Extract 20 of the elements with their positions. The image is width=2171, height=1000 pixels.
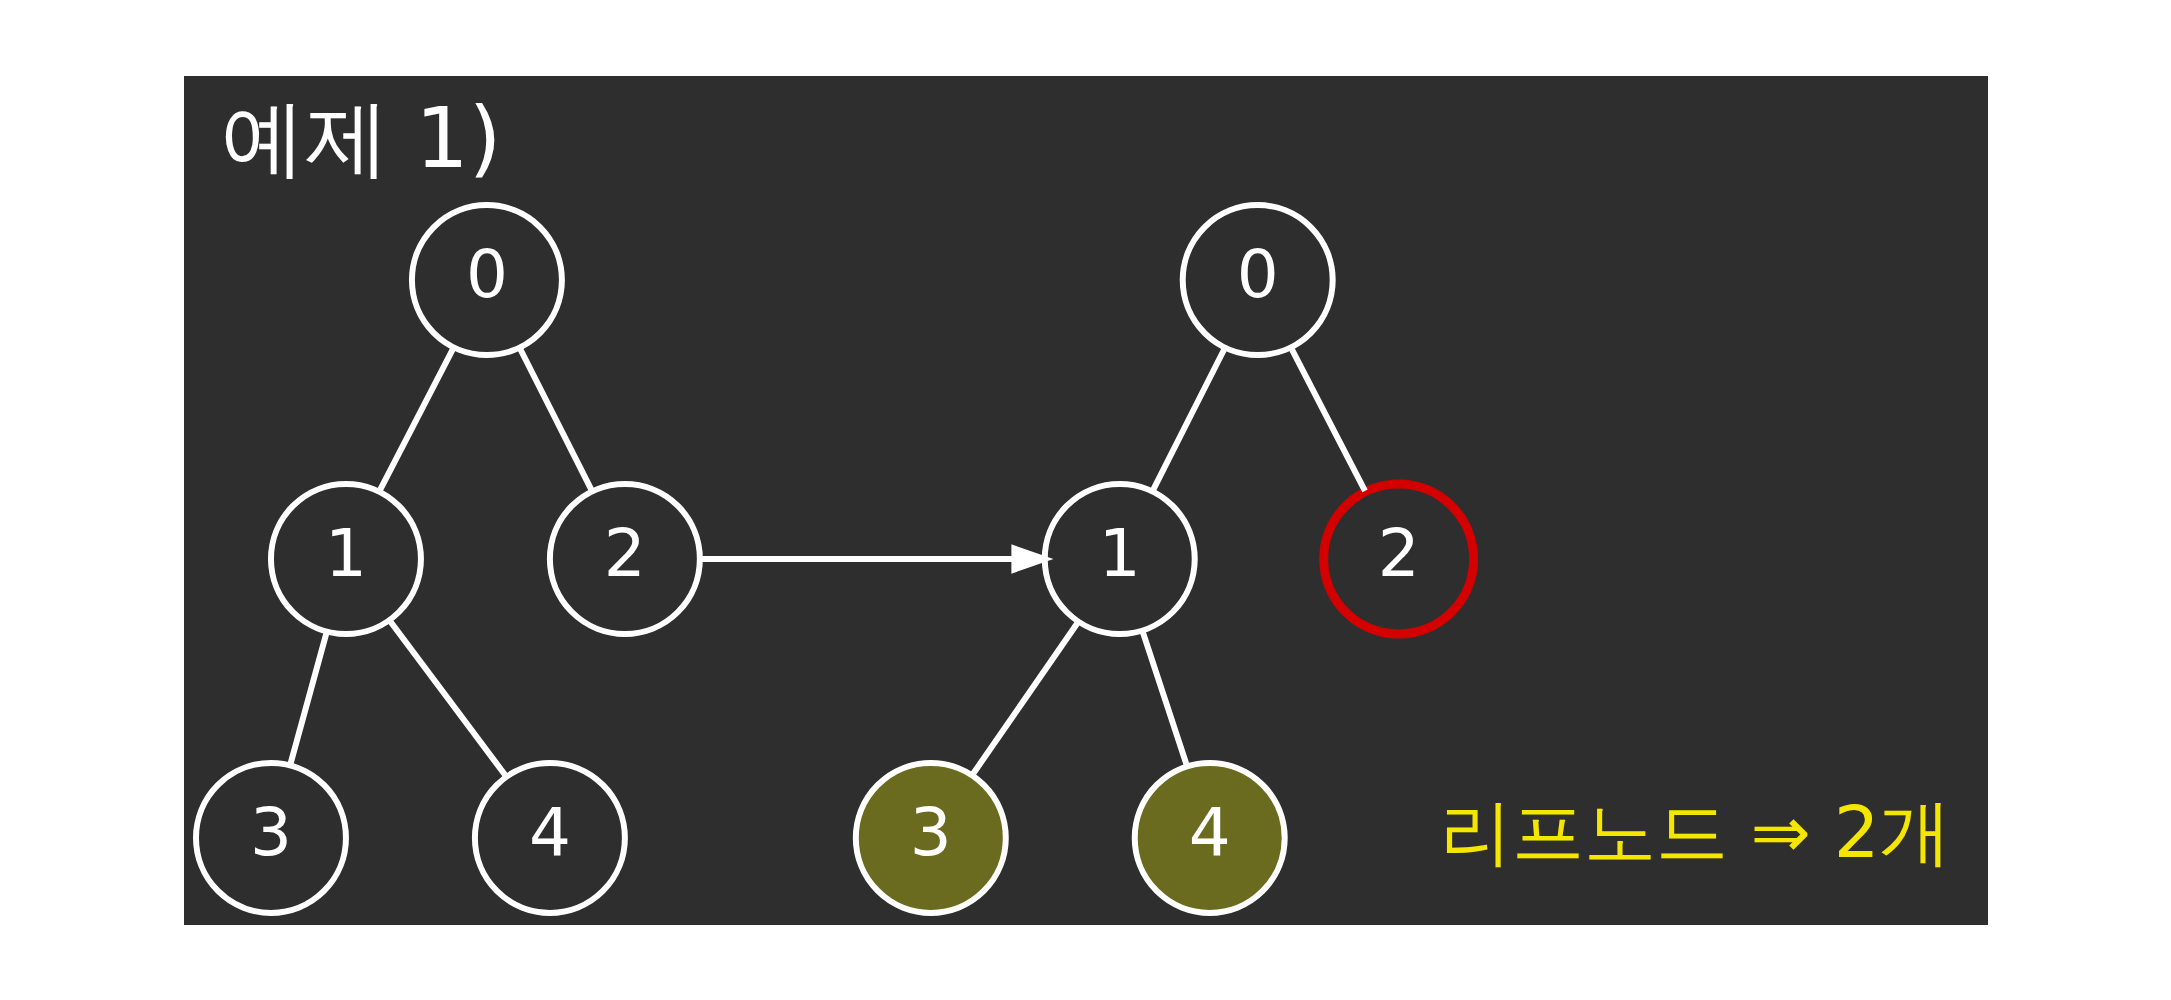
connector: [376, 345, 456, 492]
label: 리프노드 ⇒ 2개: [1439, 789, 1952, 873]
diagram-title: 예제 1): [220, 88, 501, 187]
connector: [1139, 629, 1190, 767]
node-circle: 0: [408, 201, 565, 358]
node-circle: 0: [1179, 201, 1336, 358]
connector: [1287, 345, 1368, 492]
node-circle: 2: [1318, 479, 1478, 638]
node-circle: 4: [471, 759, 628, 916]
connector: [516, 345, 595, 492]
arrow: [699, 543, 1053, 574]
node-circle: 3: [852, 759, 1009, 916]
node-circle: 1: [1041, 480, 1198, 637]
node-circle: 3: [192, 759, 349, 916]
node-circle: 2: [546, 480, 703, 637]
connector: [969, 620, 1080, 776]
connector: [286, 630, 330, 766]
node-circle: 1: [267, 480, 424, 637]
node-circle: 4: [1131, 759, 1288, 916]
connector: [387, 618, 509, 779]
